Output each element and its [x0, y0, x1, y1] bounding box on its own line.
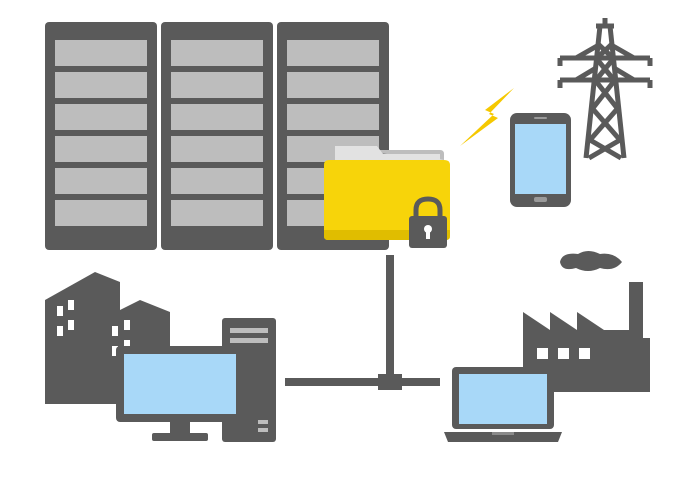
- server-rack-icon: [45, 22, 157, 250]
- tablet-icon: [510, 113, 571, 207]
- wireless-signal-icon: [460, 88, 514, 146]
- locked-folder-icon: [324, 142, 450, 248]
- network-wiring: [285, 255, 440, 390]
- desktop-computer-icon: [116, 318, 276, 442]
- factory-icon: [523, 251, 650, 392]
- server-rack-icon: [161, 22, 273, 250]
- tablet-screen: [515, 124, 566, 194]
- branch-cable: [285, 378, 440, 386]
- lock-icon: [409, 196, 447, 248]
- server-rack-slots: [55, 40, 147, 226]
- laptop-screen: [459, 374, 547, 424]
- laptop-icon: [444, 367, 562, 442]
- monitor-screen: [124, 354, 236, 414]
- transmission-tower-icon: [557, 18, 653, 161]
- smoke-cloud: [560, 251, 622, 271]
- cable-junction: [378, 374, 402, 390]
- monitor: [116, 346, 244, 441]
- trunk-cable: [386, 255, 394, 385]
